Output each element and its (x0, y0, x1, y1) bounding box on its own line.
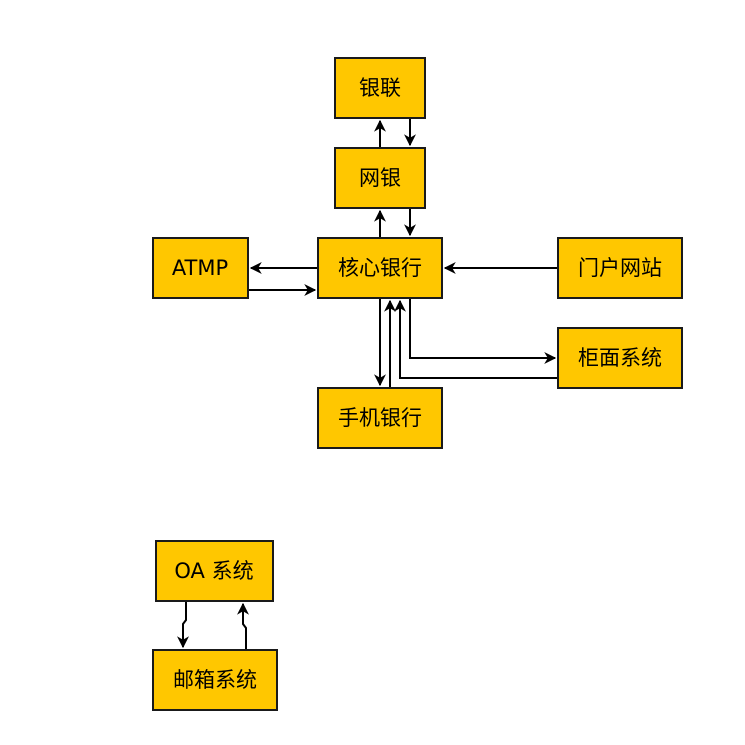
node-atmp[interactable]: ATMP (152, 237, 249, 299)
node-mobile-banking-label: 手机银行 (338, 406, 422, 430)
node-unionpay[interactable]: 银联 (334, 57, 426, 119)
node-portal-label: 门户网站 (578, 256, 662, 280)
edge-core-to-counter (409, 298, 557, 364)
node-atmp-label: ATMP (172, 256, 228, 280)
node-mail-system[interactable]: 邮箱系统 (152, 649, 278, 711)
node-counter-system-label: 柜面系统 (578, 346, 662, 370)
node-mail-system-label: 邮箱系统 (173, 668, 257, 692)
node-unionpay-label: 银联 (359, 76, 401, 100)
nodes: 银联 网银 ATMP 核心银行 门户网站 柜面系统 手机银行 OA 系统 (152, 57, 683, 711)
node-core-banking[interactable]: 核心银行 (317, 237, 443, 299)
node-mobile-banking[interactable]: 手机银行 (317, 387, 443, 449)
node-netbank-label: 网银 (359, 166, 401, 190)
node-core-banking-label: 核心银行 (338, 256, 422, 280)
node-oa-system-label: OA 系统 (174, 559, 253, 583)
node-oa-system[interactable]: OA 系统 (155, 540, 274, 602)
edge-oa-to-mail (177, 601, 189, 649)
node-netbank[interactable]: 网银 (334, 147, 426, 209)
edge-mail-to-oa (237, 602, 249, 650)
node-portal[interactable]: 门户网站 (557, 237, 683, 299)
edges (177, 118, 558, 650)
node-counter-system[interactable]: 柜面系统 (557, 327, 683, 389)
edge-counter-to-core (394, 299, 558, 379)
